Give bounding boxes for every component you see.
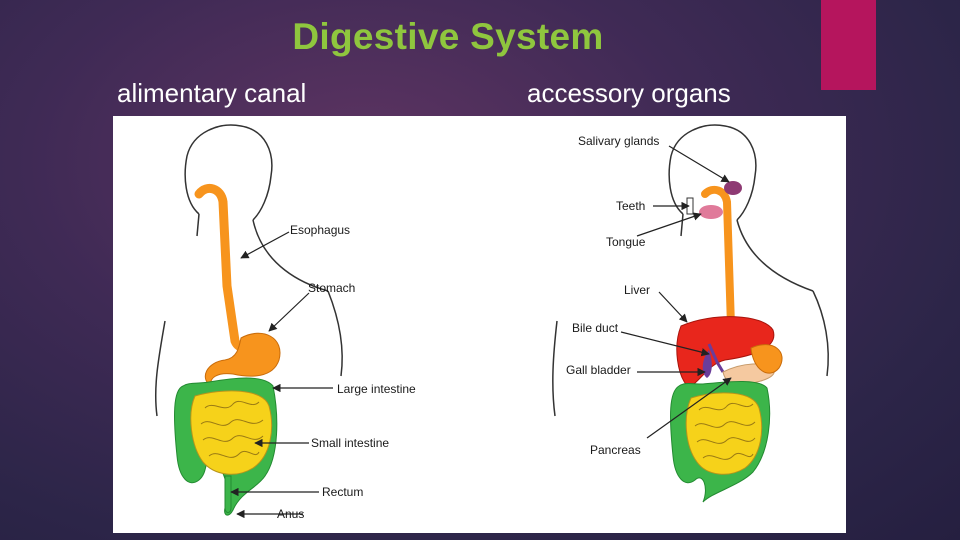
label-anus: Anus (277, 507, 305, 521)
bile-duct-shape (707, 343, 725, 373)
digestive-diagram: Esophagus Stomach Large intestine Small … (113, 116, 846, 533)
left-body-outline (154, 124, 343, 417)
alimentary-canal-heading: alimentary canal (117, 78, 307, 108)
right-stomach-shape (750, 344, 783, 374)
esophagus-shape (194, 183, 250, 353)
right-small-intestine-coils (694, 402, 756, 460)
label-large-intestine: Large intestine (337, 382, 416, 396)
stomach-shape (204, 332, 281, 388)
right-esophagus-shape (701, 185, 735, 330)
right-body-outline (552, 124, 829, 417)
diagram-graphic (154, 124, 829, 519)
slide-title: Digestive System (292, 16, 604, 57)
accent-bar (821, 0, 876, 90)
right-arrows (620, 145, 732, 439)
left-arrows (230, 231, 333, 519)
label-stomach: Stomach (308, 281, 356, 295)
label-bile-duct: Bile duct (572, 321, 619, 335)
tongue-shape (699, 205, 723, 219)
label-liver: Liver (624, 283, 651, 297)
right-small-intestine-shape (685, 392, 763, 475)
label-pancreas: Pancreas (590, 443, 641, 457)
label-gall-bladder: Gall bladder (566, 363, 631, 377)
rectum-shape (224, 475, 232, 513)
label-rectum: Rectum (322, 485, 364, 499)
small-intestine-shape (190, 390, 273, 475)
label-small-intestine: Small intestine (311, 436, 390, 450)
label-tongue: Tongue (606, 235, 646, 249)
label-teeth: Teeth (616, 199, 646, 213)
salivary-gland-shape (724, 181, 742, 195)
accessory-organs-heading: accessory organs (527, 78, 731, 108)
label-esophagus: Esophagus (290, 223, 351, 237)
label-salivary-glands: Salivary glands (578, 134, 660, 148)
